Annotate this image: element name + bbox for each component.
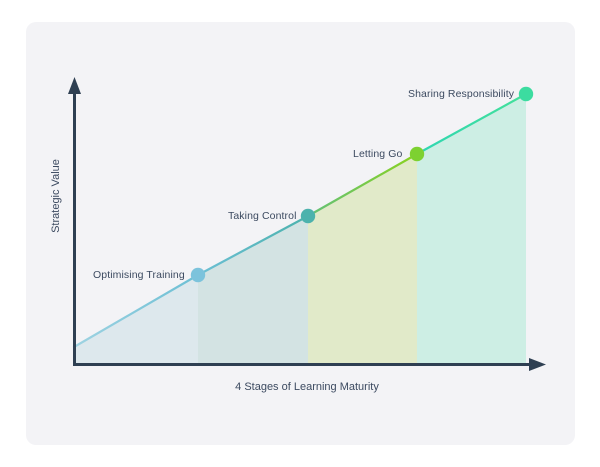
- data-point-markers: [190, 86, 534, 283]
- data-label-letting-go: Letting Go: [353, 148, 403, 160]
- band-sharing-responsibility: [417, 94, 526, 364]
- trend-line: [72, 92, 528, 349]
- trend-line-segment-3: [306, 152, 419, 218]
- trend-line-segment-1: [72, 273, 200, 349]
- band-taking-control: [198, 216, 308, 364]
- x-axis-label: 4 Stages of Learning Maturity: [235, 381, 379, 393]
- trend-line-segment-4: [415, 92, 528, 156]
- data-point-taking-control[interactable]: [300, 208, 316, 224]
- y-axis-label: Strategic Value: [50, 159, 62, 233]
- band-optimising-training: [74, 275, 198, 364]
- band-letting-go: [308, 154, 417, 364]
- y-axis-arrowhead: [68, 77, 81, 94]
- x-axis-arrowhead: [529, 358, 546, 371]
- data-point-letting-go[interactable]: [409, 146, 425, 162]
- axes: [68, 77, 546, 371]
- data-label-sharing-responsibility: Sharing Responsibility: [408, 88, 515, 100]
- data-label-optimising-training: Optimising Training: [93, 269, 185, 281]
- data-point-optimising-training[interactable]: [190, 267, 206, 283]
- data-label-taking-control: Taking Control: [228, 210, 297, 222]
- data-point-sharing-responsibility[interactable]: [518, 86, 534, 102]
- trend-line-segment-2: [196, 214, 310, 277]
- band-group: [74, 94, 526, 364]
